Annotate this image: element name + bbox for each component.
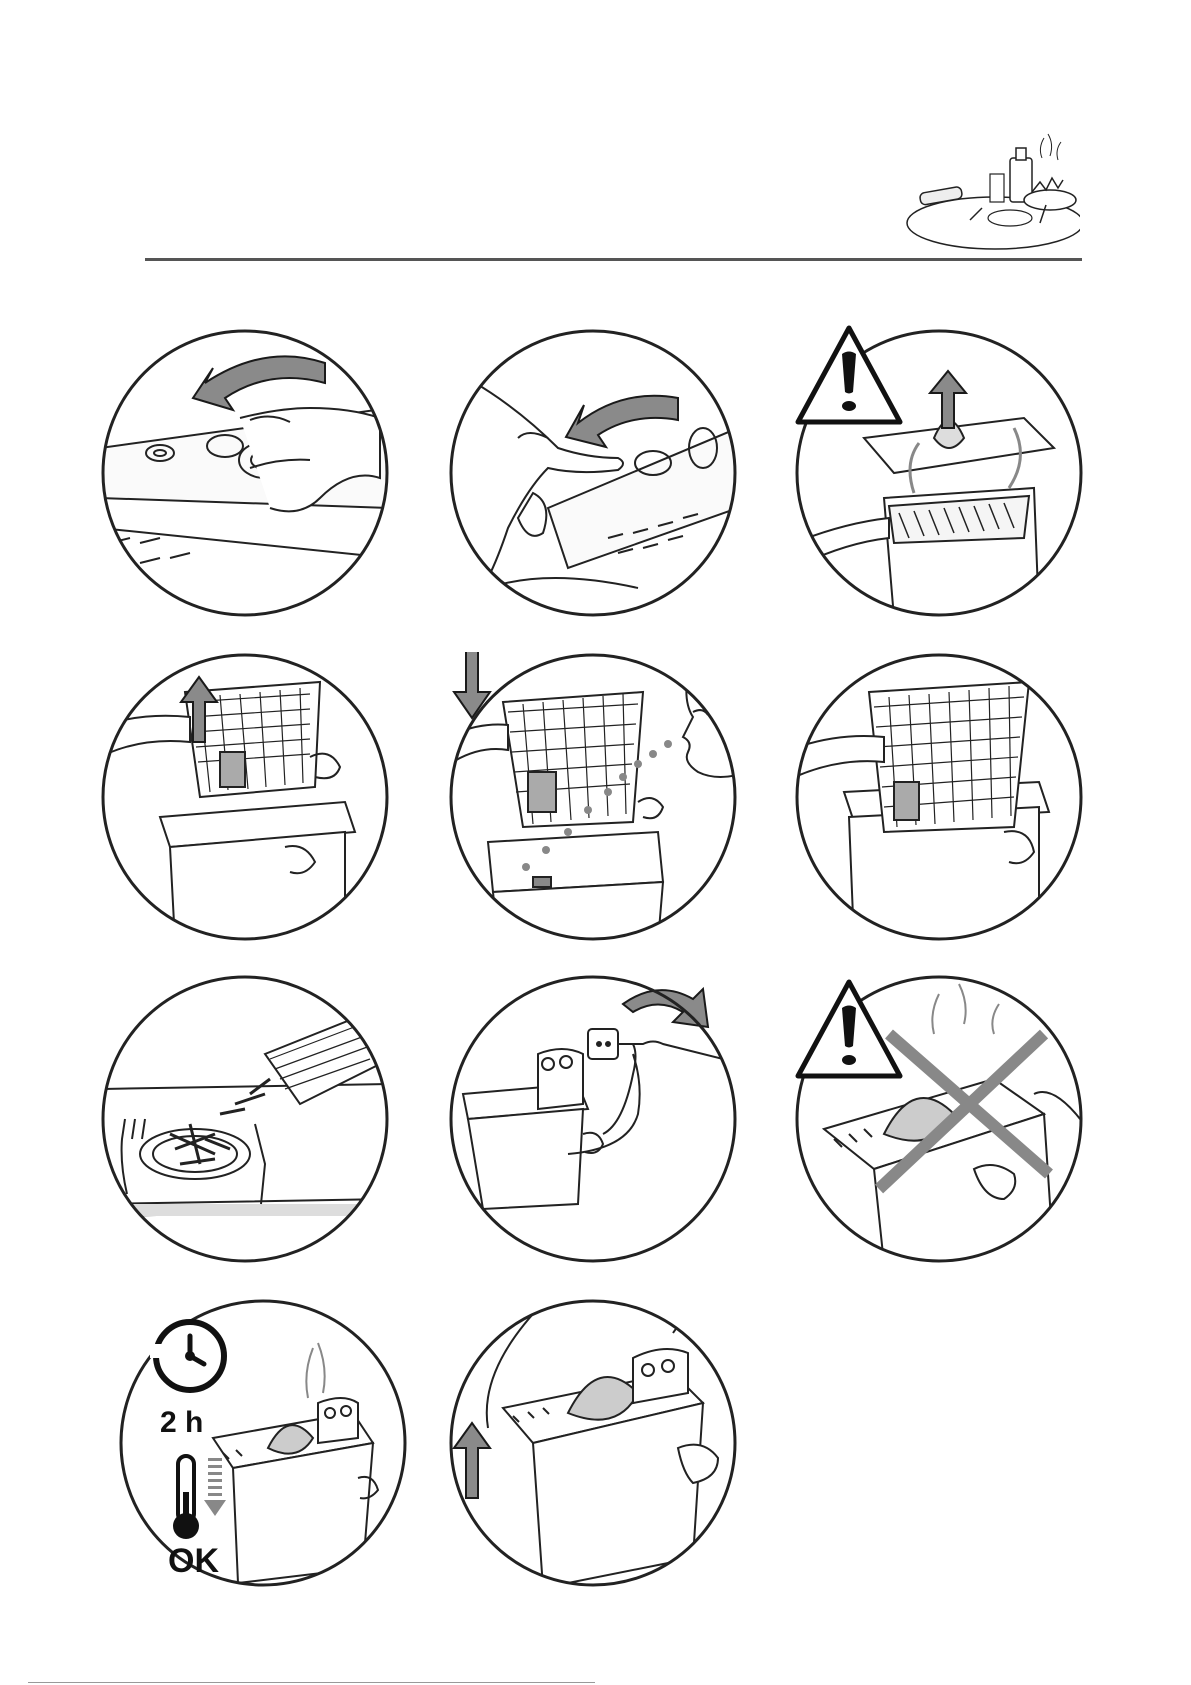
lift-basket-icon xyxy=(100,652,390,942)
panel-6-basket-drain xyxy=(794,652,1084,942)
basket-drain-icon xyxy=(794,652,1084,942)
warning-triangle-icon xyxy=(792,976,906,1086)
down-arrow-icon xyxy=(454,652,490,718)
direction-arrow-icon xyxy=(566,396,678,447)
panel-1-press-button xyxy=(100,328,390,618)
unplug-fryer-icon xyxy=(448,974,738,1264)
lower-basket-steam-icon xyxy=(448,652,738,942)
thermometer-cooling-icon xyxy=(168,1452,238,1542)
panel-7-serve-fries xyxy=(100,974,390,1264)
cooldown-ok-label: OK xyxy=(168,1542,219,1581)
panel-8-unplug-fryer xyxy=(448,974,738,1264)
clock-icon xyxy=(150,1316,230,1396)
panel-5-lower-basket-steam xyxy=(448,652,738,942)
header-divider xyxy=(145,258,1082,261)
warning-triangle-icon xyxy=(792,322,906,432)
carry-fryer-icon xyxy=(448,1298,738,1588)
press-button-arrow-icon xyxy=(100,328,390,618)
panel-11-carry-fryer xyxy=(448,1298,738,1588)
header-table-setting-illustration xyxy=(900,128,1080,253)
serve-fries-plate-icon xyxy=(100,974,390,1264)
direction-arrow-icon xyxy=(193,356,325,410)
footer-divider xyxy=(28,1682,595,1683)
press-lid-release-button-icon xyxy=(448,328,738,618)
panel-2-press-lid-release xyxy=(448,328,738,618)
up-arrow-icon xyxy=(930,371,966,428)
cooldown-time-label: 2 h xyxy=(160,1406,203,1440)
panel-4-lift-basket xyxy=(100,652,390,942)
table-setting-illustration-icon xyxy=(900,128,1080,253)
